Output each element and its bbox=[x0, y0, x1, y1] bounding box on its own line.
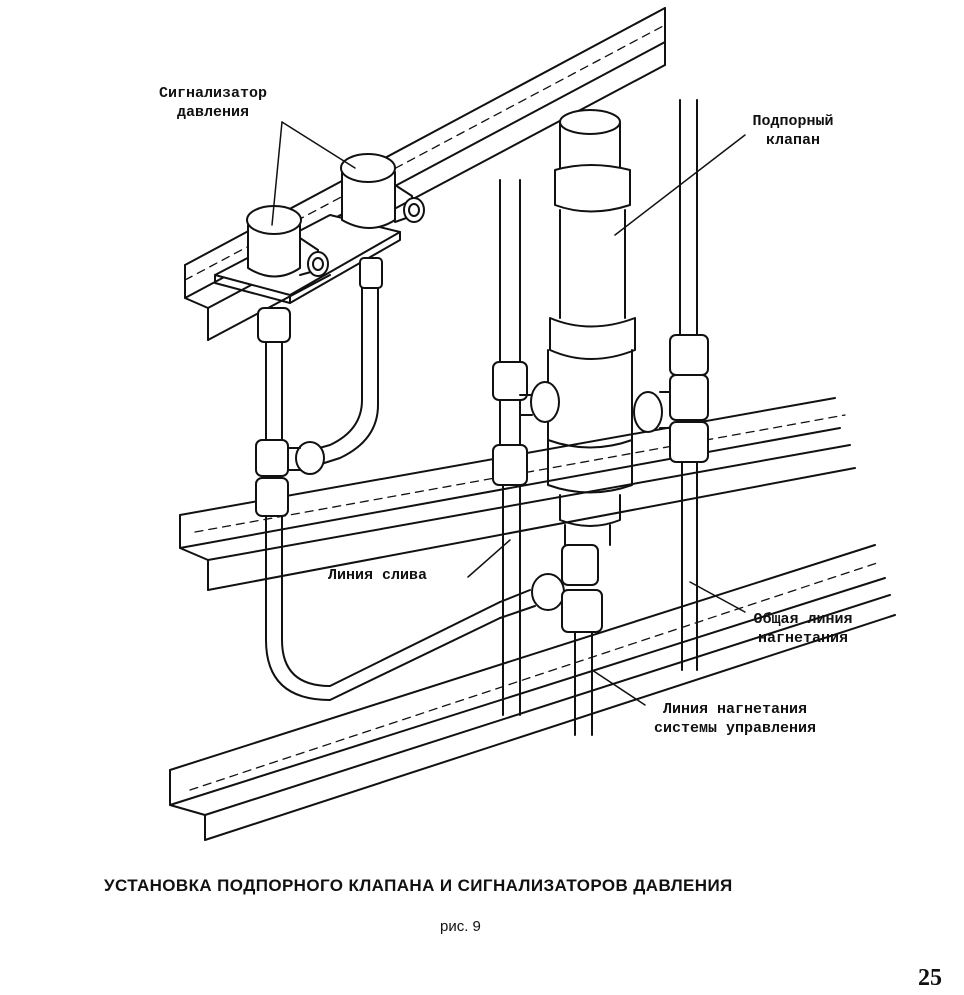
pressure-switch-label-line2: давления bbox=[176, 104, 249, 121]
control-discharge-label-line2: системы управления bbox=[653, 720, 817, 737]
control-discharge-label-line1: Линия нагнетания bbox=[662, 701, 808, 718]
leader-lines bbox=[271, 121, 746, 706]
pressure-switch-1 bbox=[246, 205, 329, 278]
pressure-switch-label-line1: Сигнализатор bbox=[158, 85, 268, 102]
switch-pipes bbox=[255, 257, 565, 701]
page-number: 25 bbox=[918, 965, 942, 991]
backpressure-valve-label-line2: клапан bbox=[765, 132, 820, 149]
drain-line-label: Линия слива bbox=[328, 567, 428, 584]
figure-title: УСТАНОВКА ПОДПОРНОГО КЛАПАНА И СИГНАЛИЗА… bbox=[104, 876, 733, 895]
common-discharge-label-line1: Общая линия bbox=[753, 611, 853, 628]
control-discharge-label: Линия нагнетания системы управления bbox=[620, 700, 850, 738]
common-discharge-label-line2: нагнетания bbox=[757, 630, 848, 647]
backpressure-valve-label: Подпорный клапан bbox=[728, 112, 858, 150]
lower-rail bbox=[169, 544, 896, 841]
drain-pipe bbox=[492, 179, 528, 716]
backpressure-valve bbox=[519, 109, 663, 546]
pressure-switch-2 bbox=[340, 153, 425, 229]
figure-number: рис. 9 bbox=[440, 918, 481, 935]
lower-tee bbox=[561, 544, 603, 736]
common-discharge-label: Общая линия нагнетания bbox=[728, 610, 878, 648]
backpressure-valve-label-line1: Подпорный bbox=[752, 113, 834, 130]
common-discharge-pipe bbox=[659, 99, 709, 671]
pressure-switch-label: Сигнализатор давления bbox=[138, 84, 288, 122]
